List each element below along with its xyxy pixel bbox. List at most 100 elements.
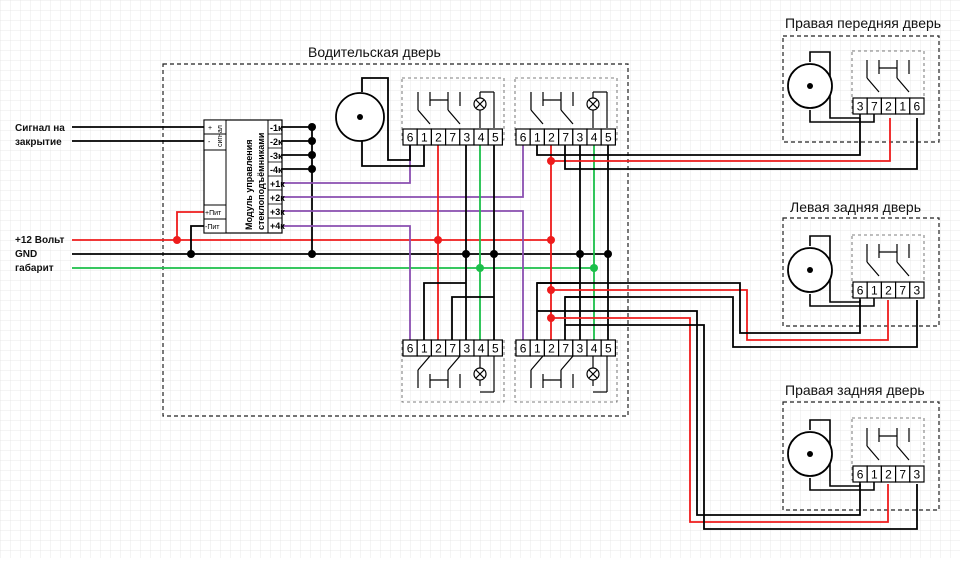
junction-dot — [547, 286, 555, 294]
junction-dot — [576, 250, 584, 258]
terminal-plus-4k: +4к — [270, 221, 285, 231]
junction-dot — [547, 314, 555, 322]
pin-label: 1 — [534, 131, 541, 145]
pin-label: 2 — [548, 131, 555, 145]
pin-label: 6 — [407, 131, 414, 145]
pin-label: 3 — [577, 342, 584, 356]
junction-dot — [308, 151, 316, 159]
junction-dot — [547, 157, 555, 165]
pin-label: 6 — [914, 100, 921, 114]
left-rear-door-title: Левая задняя дверь — [790, 199, 921, 215]
pin-label: 5 — [605, 131, 612, 145]
module-power-plus: +Пит — [205, 210, 222, 217]
driver-door-title: Водительская дверь — [308, 44, 441, 60]
junction-dot — [604, 250, 612, 258]
terminal-minus-1k: -1к — [270, 123, 283, 133]
pin-label: 5 — [605, 342, 612, 356]
right-front-door-motor — [787, 51, 875, 123]
pin-label: 7 — [562, 342, 569, 356]
pin-label: 4 — [478, 131, 485, 145]
pin-label: 1 — [899, 100, 906, 114]
module-signal-minus: - — [208, 139, 211, 146]
driver-switch-bottom-left-lamp-icon — [473, 367, 487, 381]
pin-label: 2 — [548, 342, 555, 356]
pin-label: 4 — [591, 342, 598, 356]
right-front-door-box — [782, 35, 940, 143]
junction-dot — [462, 250, 470, 258]
pin-label: 1 — [421, 342, 428, 356]
driver-switch-bottom-right-lamp-icon — [586, 367, 600, 381]
module-signal-label: сигнал — [217, 125, 224, 147]
right-rear-door-title: Правая задняя дверь — [785, 382, 925, 398]
pin-label: 1 — [421, 131, 428, 145]
pin-label: 3 — [464, 131, 471, 145]
junction-dot — [547, 236, 555, 244]
driver-motor — [335, 77, 425, 167]
pin-label: 4 — [591, 131, 598, 145]
pin-label: 2 — [885, 100, 892, 114]
pin-label: 7 — [899, 284, 906, 298]
close-signal-label-2: закрытие — [15, 137, 62, 148]
terminal-plus-3k: +3к — [270, 207, 285, 217]
pin-label: 6 — [857, 468, 864, 482]
junction-dot — [308, 137, 316, 145]
pin-label: 2 — [885, 284, 892, 298]
pin-label: 6 — [520, 131, 527, 145]
left-rear-door-box — [782, 217, 940, 327]
pin-label: 2 — [435, 342, 442, 356]
pin-label: 4 — [478, 342, 485, 356]
terminal-minus-3k: -3к — [270, 151, 283, 161]
pin-label: 3 — [857, 100, 864, 114]
terminal-plus-2k: +2к — [270, 193, 285, 203]
module-title-2: стеклоподъёмниками — [256, 133, 266, 230]
plus12-label: +12 Вольт — [15, 235, 64, 246]
pin-label: 6 — [407, 342, 414, 356]
junction-dot — [308, 250, 316, 258]
pin-label: 7 — [899, 468, 906, 482]
pin-label: 5 — [492, 131, 499, 145]
pin-label: 7 — [449, 131, 456, 145]
terminal-plus-1k: +1к — [270, 179, 285, 189]
pin-label: 5 — [492, 342, 499, 356]
parking-label: габарит — [15, 262, 54, 274]
gnd-label: GND — [15, 249, 37, 260]
module-signal-plus: + — [208, 125, 212, 132]
pin-label: 6 — [857, 284, 864, 298]
pin-label: 3 — [914, 284, 921, 298]
driver-switch-top-right-lamp-icon — [586, 97, 600, 111]
terminal-minus-2k: -2к — [270, 137, 283, 147]
pin-label: 7 — [871, 100, 878, 114]
pin-label: 7 — [449, 342, 456, 356]
junction-dot — [590, 264, 598, 272]
pin-label: 3 — [914, 468, 921, 482]
pin-label: 6 — [520, 342, 527, 356]
pin-label: 7 — [562, 131, 569, 145]
right-front-door-title: Правая передняя дверь — [785, 15, 941, 31]
pin-label: 2 — [885, 468, 892, 482]
control-module: + - сигнал +Пит -Пит Модуль управления с… — [203, 119, 285, 234]
pin-label: 3 — [464, 342, 471, 356]
pin-label: 1 — [871, 284, 878, 298]
junction-dot — [308, 123, 316, 131]
junction-dot — [434, 236, 442, 244]
left-rear-door-motor — [787, 235, 875, 307]
close-signal-label-1: Сигнал на — [15, 123, 65, 134]
junction-dot — [187, 250, 195, 258]
pin-label: 3 — [577, 131, 584, 145]
driver-switch-top-left-lamp-icon — [473, 97, 487, 111]
pin-label: 1 — [871, 468, 878, 482]
right-rear-door-motor — [787, 419, 875, 491]
module-power-minus: -Пит — [205, 224, 220, 231]
pin-label: 1 — [534, 342, 541, 356]
junction-dot — [490, 250, 498, 258]
pin-label: 2 — [435, 131, 442, 145]
junction-dot — [476, 264, 484, 272]
